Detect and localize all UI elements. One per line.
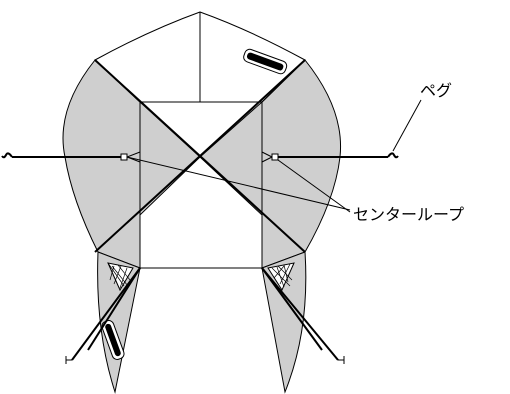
mesh-vent-left: [107, 262, 134, 292]
peg-label: ペグ: [420, 81, 452, 100]
coleman-logo-lower: [101, 320, 125, 360]
center-right-triangle: [199, 100, 263, 217]
center-loop-right: [271, 153, 279, 161]
mesh-vent-right: [267, 262, 295, 292]
center-loop-label: センターループ: [353, 205, 464, 224]
peg-leader-line: [392, 99, 422, 152]
right-side-panel: [261, 59, 342, 269]
center-loop-leader-2: [277, 159, 351, 213]
center-loop-leader-1: [126, 156, 351, 211]
right-leg-panel: [261, 251, 307, 394]
peg-right: [387, 152, 399, 159]
center-loop-left: [120, 153, 128, 161]
coleman-logo: [243, 48, 288, 75]
peg-left: [1, 152, 13, 159]
left-leg-panel: [97, 251, 141, 394]
left-side-panel: [62, 59, 141, 269]
